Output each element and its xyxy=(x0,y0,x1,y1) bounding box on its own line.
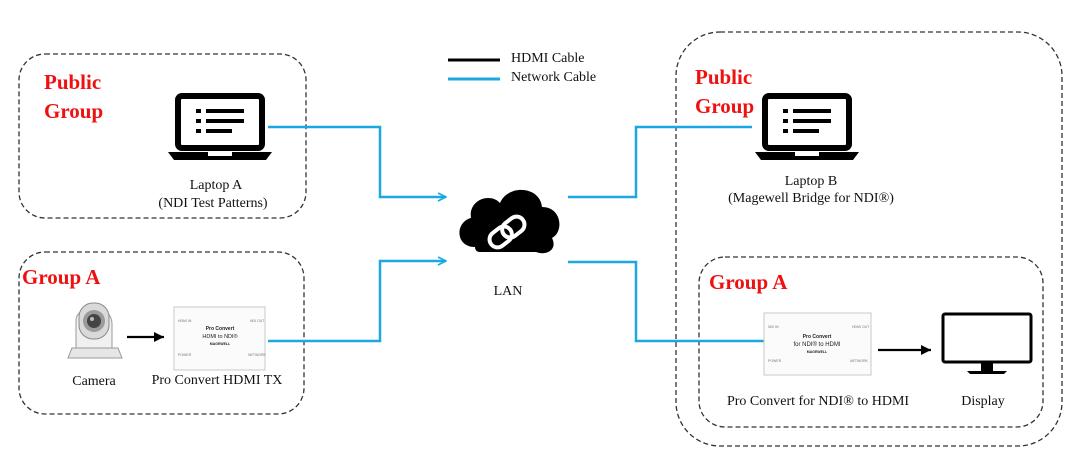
legend-hdmi-label: HDMI Cable xyxy=(511,51,585,66)
encoder-device-icon: HDMI IN NDI OUT POWER NETWORK Pro Conver… xyxy=(173,306,267,371)
tx-public-group-box xyxy=(18,53,307,219)
rx-public-group-title-line2: Group xyxy=(695,94,755,118)
decoder-face-brand: MAGEWELL xyxy=(807,350,828,354)
laptop-b-detail: (Magewell Bridge for NDI®) xyxy=(728,191,894,206)
monitor-icon xyxy=(941,312,1033,374)
network-cable-decoder xyxy=(568,260,764,343)
encoder-face-line1: Pro Convert xyxy=(206,326,235,332)
tx-public-group-title: Public Group xyxy=(44,68,103,126)
rx-public-group-box xyxy=(675,31,1063,447)
camera-icon xyxy=(67,302,123,359)
legend-network-label: Network Cable xyxy=(511,70,597,85)
encoder-label: Pro Convert HDMI TX xyxy=(151,373,283,388)
svg-text:POWER: POWER xyxy=(178,353,192,357)
laptop-a-detail: (NDI Test Patterns) xyxy=(158,196,268,211)
rx-public-group-title-line1: Public xyxy=(695,65,753,89)
network-cable-encoder xyxy=(268,261,446,343)
svg-text:HDMI OUT: HDMI OUT xyxy=(852,325,870,329)
decoder-face-line2: for NDI® to HDMI xyxy=(793,341,840,348)
laptop-b-label: Laptop B xyxy=(784,174,838,189)
display-label: Display xyxy=(961,394,1005,409)
network-cable-laptop-b xyxy=(568,125,752,199)
network-cable-laptop-a xyxy=(268,125,446,197)
svg-text:NDI OUT: NDI OUT xyxy=(250,319,265,323)
encoder-face-brand: MAGEWELL xyxy=(210,342,231,346)
decoder-face-line1: Pro Convert xyxy=(803,334,832,340)
svg-text:NETWORK: NETWORK xyxy=(850,359,869,363)
decoder-device-icon: NDI IN HDMI OUT POWER NETWORK Pro Conver… xyxy=(763,312,872,376)
tx-group-a-box xyxy=(18,251,305,415)
rx-group-a-title: Group A xyxy=(709,270,788,294)
encoder-face-line2: HDMI to NDI® xyxy=(202,333,237,340)
svg-text:HDMI IN: HDMI IN xyxy=(178,319,192,323)
lan-label: LAN xyxy=(493,284,523,299)
laptop-icon xyxy=(168,93,272,160)
rx-public-group-title: Public Group xyxy=(695,63,754,121)
decoder-label: Pro Convert for NDI® to HDMI xyxy=(726,394,910,409)
camera-label: Camera xyxy=(72,374,116,389)
tx-public-group-title-line1: Public xyxy=(44,70,102,94)
svg-text:POWER: POWER xyxy=(768,359,782,363)
cloud-link-icon xyxy=(459,189,560,254)
tx-public-group-title-line2: Group xyxy=(44,99,104,123)
laptop-a-label: Laptop A xyxy=(189,178,243,193)
svg-text:NETWORK: NETWORK xyxy=(248,353,267,357)
svg-text:NDI IN: NDI IN xyxy=(768,325,779,329)
laptop-icon xyxy=(755,93,859,160)
tx-group-a-title: Group A xyxy=(22,265,101,289)
